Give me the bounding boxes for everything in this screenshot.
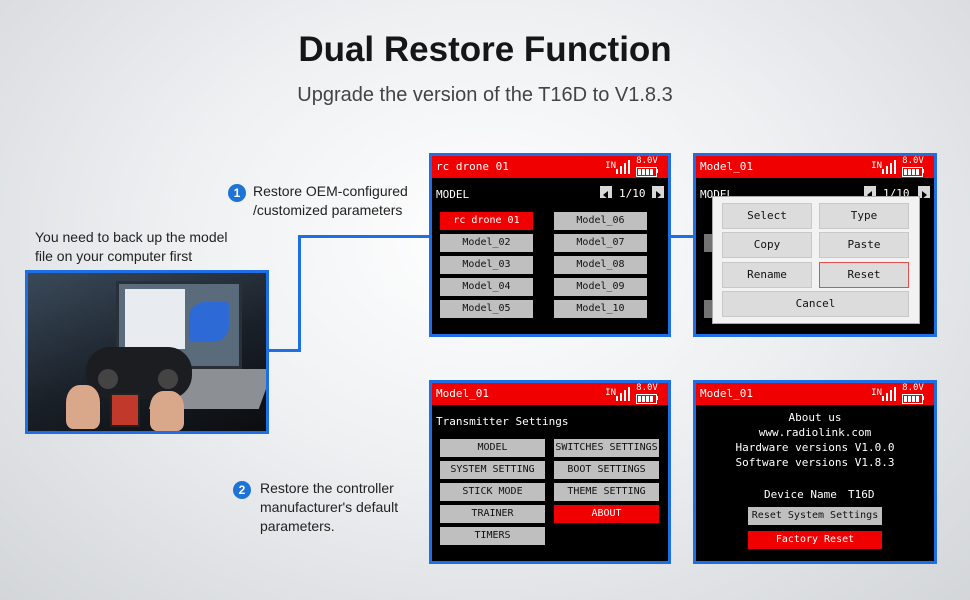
- copy-button[interactable]: Copy: [722, 232, 812, 258]
- connector-to-screen1: [298, 235, 430, 238]
- header-title: Model_01: [700, 160, 753, 173]
- model-item-4[interactable]: Model_04: [440, 278, 533, 296]
- settings-title: Transmitter Settings: [436, 415, 569, 428]
- screen-header: Model_01 IN 8.0V: [696, 383, 934, 405]
- controller-display: [110, 393, 140, 427]
- model-item-2[interactable]: Model_02: [440, 234, 533, 252]
- page-indicator: 1/10: [619, 187, 646, 200]
- header-title: rc drone 01: [436, 160, 509, 173]
- device-name-label: Device Name: [764, 488, 837, 501]
- header-title: Model_01: [436, 387, 489, 400]
- step-2-line-2: manufacturer's default: [260, 499, 399, 515]
- step-1-line-1: Restore OEM-configured: [253, 183, 408, 199]
- connector-vertical: [298, 235, 301, 352]
- model-label: MODEL: [436, 188, 470, 201]
- menu-about[interactable]: ABOUT: [554, 505, 659, 523]
- battery-icon: 8.0V: [634, 156, 660, 178]
- software-version: Software versions V1.8.3: [735, 456, 895, 469]
- signal-icon: [616, 160, 630, 174]
- battery-voltage: 8.0V: [902, 156, 924, 166]
- device-name-value: T16D: [848, 488, 875, 501]
- screen-model-menu: Model_01 IN 8.0V MODEL 1/10 Select Type …: [693, 153, 937, 337]
- menu-model[interactable]: MODEL: [440, 439, 545, 457]
- screen-header: Model_01 IN 8.0V: [696, 156, 934, 178]
- model-item-5[interactable]: Model_05: [440, 300, 533, 318]
- paste-button[interactable]: Paste: [819, 232, 909, 258]
- step-2-text: Restore the controller manufacturer's de…: [260, 479, 430, 536]
- controller-photo: [25, 270, 269, 434]
- menu-theme-setting[interactable]: THEME SETTING: [554, 483, 659, 501]
- reset-button[interactable]: Reset: [819, 262, 909, 288]
- screen-model-list: rc drone 01 IN 8.0V MODEL 1/10 rc drone …: [429, 153, 671, 337]
- rename-button[interactable]: Rename: [722, 262, 812, 288]
- menu-switches-settings[interactable]: SWITCHES SETTINGS: [554, 439, 659, 457]
- menu-system-setting[interactable]: SYSTEM SETTING: [440, 461, 545, 479]
- right-hand: [150, 391, 184, 431]
- wallpaper-shape: [189, 302, 229, 342]
- model-item-6[interactable]: Model_06: [554, 212, 647, 230]
- screen-header: rc drone 01 IN 8.0V: [432, 156, 668, 178]
- laptop-window: [125, 289, 185, 349]
- signal-label: IN: [605, 388, 616, 398]
- model-item-10[interactable]: Model_10: [554, 300, 647, 318]
- right-stick: [158, 369, 178, 389]
- signal-icon: [616, 387, 630, 401]
- prev-page-button[interactable]: [600, 186, 612, 199]
- signal-label: IN: [871, 161, 882, 171]
- battery-icon: 8.0V: [900, 383, 926, 405]
- signal-label: IN: [605, 161, 616, 171]
- right-arrow-icon: [922, 191, 927, 199]
- menu-boot-settings[interactable]: BOOT SETTINGS: [554, 461, 659, 479]
- battery-icon: 8.0V: [900, 156, 926, 178]
- page-subtitle: Upgrade the version of the T16D to V1.8.…: [297, 84, 673, 106]
- connector-photo-horizontal: [266, 349, 300, 352]
- backup-note-line-1: You need to back up the model: [35, 229, 228, 245]
- signal-label: IN: [871, 388, 882, 398]
- about-heading: About us: [788, 411, 842, 424]
- next-page-button[interactable]: [652, 186, 664, 199]
- screen-header: Model_01 IN 8.0V: [432, 383, 668, 405]
- screen-transmitter-settings: Model_01 IN 8.0V Transmitter Settings MO…: [429, 380, 671, 564]
- step-2-line-1: Restore the controller: [260, 480, 394, 496]
- step-2-badge: 2: [233, 481, 251, 499]
- about-website: www.radiolink.com: [758, 426, 872, 439]
- model-options-popup: Select Type Copy Paste Rename Reset Canc…: [712, 196, 920, 324]
- next-page-button[interactable]: [918, 186, 930, 199]
- right-arrow-icon: [656, 191, 661, 199]
- left-stick: [98, 369, 118, 389]
- left-hand: [66, 385, 100, 429]
- model-item-3[interactable]: Model_03: [440, 256, 533, 274]
- menu-stick-mode[interactable]: STICK MODE: [440, 483, 545, 501]
- menu-trainer[interactable]: TRAINER: [440, 505, 545, 523]
- backup-note: You need to back up the model file on yo…: [35, 228, 265, 266]
- battery-icon: 8.0V: [634, 383, 660, 405]
- left-arrow-icon: [603, 191, 608, 199]
- page-title: Dual Restore Function: [298, 30, 672, 69]
- battery-voltage: 8.0V: [636, 156, 658, 166]
- step-1-badge: 1: [228, 184, 246, 202]
- backup-note-line-2: file on your computer first: [35, 248, 193, 264]
- model-item-7[interactable]: Model_07: [554, 234, 647, 252]
- menu-timers[interactable]: TIMERS: [440, 527, 545, 545]
- connector-screen1-screen2: [668, 235, 694, 238]
- step-1-text: Restore OEM-configured /customized param…: [253, 182, 433, 220]
- type-button[interactable]: Type: [819, 203, 909, 229]
- model-item-1[interactable]: rc drone 01: [440, 212, 533, 230]
- select-button[interactable]: Select: [722, 203, 812, 229]
- reset-system-settings-button[interactable]: Reset System Settings: [748, 507, 882, 525]
- signal-icon: [882, 387, 896, 401]
- factory-reset-button[interactable]: Factory Reset: [748, 531, 882, 549]
- model-item-9[interactable]: Model_09: [554, 278, 647, 296]
- cancel-button[interactable]: Cancel: [722, 291, 909, 317]
- model-item-8[interactable]: Model_08: [554, 256, 647, 274]
- signal-icon: [882, 160, 896, 174]
- battery-voltage: 8.0V: [636, 383, 658, 393]
- hardware-version: Hardware versions V1.0.0: [735, 441, 895, 454]
- battery-voltage: 8.0V: [902, 383, 924, 393]
- screen-about: Model_01 IN 8.0V About us www.radiolink.…: [693, 380, 937, 564]
- step-1-line-2: /customized parameters: [253, 202, 403, 218]
- step-2-line-3: parameters.: [260, 518, 335, 534]
- header-title: Model_01: [700, 387, 753, 400]
